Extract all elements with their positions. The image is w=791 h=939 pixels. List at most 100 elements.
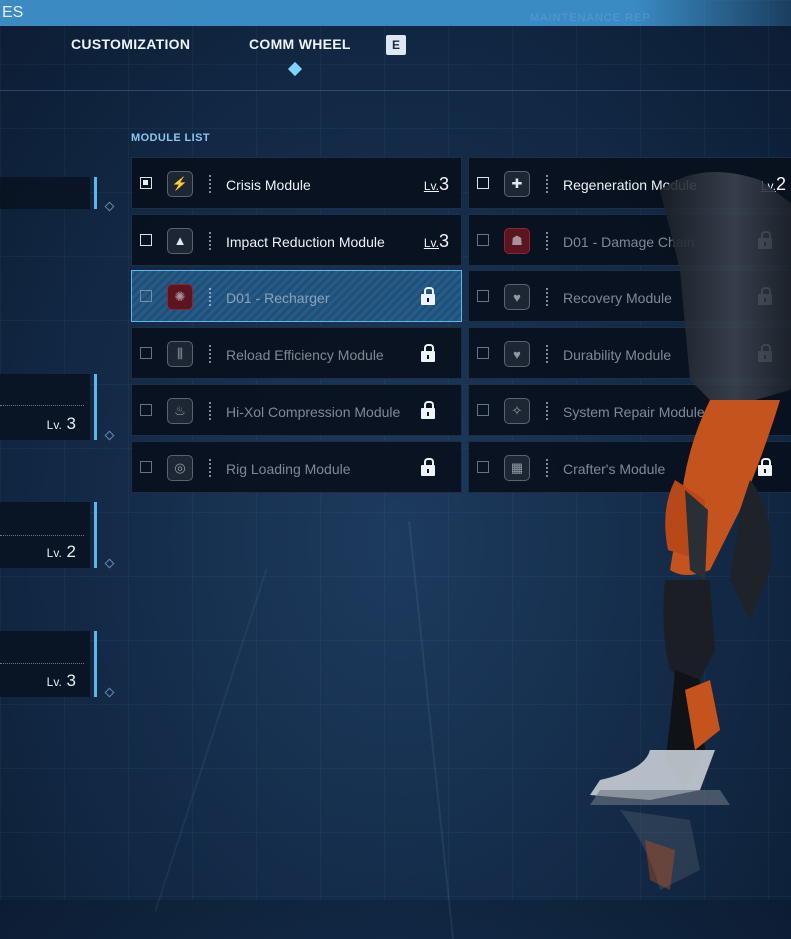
- background-label: MAINTENANCE REP: [530, 12, 651, 24]
- module-checkbox[interactable]: [140, 460, 152, 473]
- slot-diamond-icon: [104, 430, 115, 441]
- module-checkbox[interactable]: [140, 233, 152, 246]
- lock-icon: [758, 344, 772, 363]
- module-checkbox[interactable]: [477, 177, 489, 189]
- tab-comm-wheel[interactable]: COMM WHEEL: [249, 36, 351, 52]
- level-value: 2: [66, 542, 76, 561]
- slot-accent: [94, 631, 97, 697]
- module-item[interactable]: ▲ Impact Reduction Module Lv.3: [131, 213, 462, 266]
- slot-level: Lv. 2: [47, 542, 76, 562]
- slot-dots: [0, 663, 84, 664]
- module-item[interactable]: ✺ D01 - Recharger: [131, 270, 462, 323]
- module-item[interactable]: ⫼Reload Efficiency Module: [131, 327, 462, 380]
- module-name: System Repair Module: [563, 403, 705, 420]
- module-item[interactable]: ☗D01 - Damage Chain: [468, 213, 791, 266]
- top-nav: ES CUSTOMIZATION COMM WHEEL E MAINTENANC…: [0, 0, 791, 91]
- level-value: 3: [66, 414, 76, 433]
- module-level: Lv.3: [424, 174, 449, 195]
- damage-chain-icon: ☗: [504, 227, 530, 254]
- lock-icon: [421, 287, 435, 306]
- module-name: Regeneration Module: [563, 177, 697, 193]
- slot-diamond-icon: [104, 558, 115, 569]
- module-item[interactable]: ⚡ Crisis Module Lv.3: [131, 157, 462, 209]
- level-prefix: Lv.: [760, 179, 776, 193]
- recharger-icon: ✺: [167, 284, 193, 311]
- heart-icon: ♥: [504, 284, 530, 311]
- module-level: Lv.2: [761, 174, 786, 195]
- slot-1[interactable]: Lv. 3: [0, 374, 90, 440]
- slot-empty[interactable]: [0, 177, 90, 209]
- slot-accent: [94, 374, 97, 440]
- module-item[interactable]: ✚ Regeneration Module Lv.2: [468, 157, 791, 209]
- module-checkbox[interactable]: [140, 290, 152, 303]
- module-name: D01 - Recharger: [226, 290, 330, 307]
- more-options-icon[interactable]: [546, 401, 550, 420]
- module-list-title: MODULE LIST: [131, 132, 210, 144]
- repair-icon: ✧: [504, 397, 530, 424]
- level-prefix: Lv.: [46, 675, 62, 689]
- module-item[interactable]: ▦ Crafter's Module: [468, 440, 791, 493]
- tab-active[interactable]: ES: [0, 0, 791, 26]
- more-options-icon[interactable]: [546, 231, 550, 250]
- module-checkbox[interactable]: [140, 177, 152, 189]
- module-item[interactable]: ♥ Recovery Module: [468, 270, 791, 323]
- alert-diamond-icon: [287, 61, 303, 77]
- more-options-icon[interactable]: [209, 458, 213, 477]
- lock-icon: [758, 230, 772, 249]
- more-options-icon[interactable]: [209, 345, 213, 364]
- heart-icon: ♥: [504, 341, 530, 368]
- level-value: 3: [438, 174, 449, 194]
- module-item[interactable]: ◎ Rig Loading Module: [131, 440, 462, 493]
- key-hint-e: E: [386, 35, 406, 55]
- more-options-icon[interactable]: [209, 231, 213, 250]
- module-name: Rig Loading Module: [226, 460, 351, 477]
- module-checkbox[interactable]: [477, 403, 489, 416]
- module-checkbox[interactable]: [477, 347, 489, 360]
- module-item[interactable]: ✧ System Repair Module: [468, 383, 791, 436]
- module-checkbox[interactable]: [140, 403, 152, 416]
- module-name: Impact Reduction Module: [226, 233, 385, 250]
- slot-level: Lv. 3: [47, 414, 76, 434]
- module-name: Recovery Module: [563, 290, 672, 307]
- level-prefix: Lv.: [423, 179, 439, 193]
- shield-icon: ▲: [167, 227, 193, 254]
- level-prefix: Lv.: [423, 235, 439, 250]
- module-checkbox[interactable]: [140, 347, 152, 360]
- crafter-icon: ▦: [504, 454, 530, 481]
- more-options-icon[interactable]: [546, 175, 550, 193]
- module-item[interactable]: ♥Durability Module: [468, 327, 791, 380]
- floor-line: [408, 521, 454, 939]
- level-prefix: Lv.: [46, 546, 62, 560]
- module-checkbox[interactable]: [477, 233, 489, 246]
- lock-icon: [758, 400, 772, 419]
- lock-icon: [421, 400, 435, 419]
- rig-icon: ◎: [167, 454, 193, 481]
- module-name: Crisis Module: [226, 177, 311, 193]
- level-prefix: Lv.: [46, 418, 62, 432]
- module-checkbox[interactable]: [477, 290, 489, 303]
- more-options-icon[interactable]: [209, 288, 213, 307]
- crisis-icon: ⚡: [167, 171, 193, 197]
- slot-dots: [0, 405, 84, 406]
- level-value: 3: [438, 230, 449, 251]
- ammo-icon: ⫼: [167, 341, 193, 368]
- slot-diamond-icon: [104, 687, 115, 698]
- slot-accent: [94, 502, 97, 568]
- module-name: Crafter's Module: [563, 460, 666, 477]
- slot-2[interactable]: Lv. 2: [0, 502, 90, 568]
- flame-icon: ♨: [167, 397, 193, 424]
- lock-icon: [421, 457, 435, 476]
- slot-3[interactable]: Lv. 3: [0, 631, 90, 697]
- tab-customization[interactable]: CUSTOMIZATION: [71, 36, 191, 52]
- lock-icon: [421, 344, 435, 363]
- more-options-icon[interactable]: [546, 458, 550, 477]
- module-checkbox[interactable]: [477, 460, 489, 473]
- more-options-icon[interactable]: [546, 345, 550, 364]
- more-options-icon[interactable]: [209, 401, 213, 420]
- lock-icon: [758, 457, 772, 476]
- more-options-icon[interactable]: [546, 288, 550, 307]
- slot-accent: [94, 177, 97, 209]
- plus-icon: ✚: [504, 171, 530, 197]
- module-item[interactable]: ♨Hi-Xol Compression Module: [131, 383, 462, 436]
- more-options-icon[interactable]: [209, 175, 213, 193]
